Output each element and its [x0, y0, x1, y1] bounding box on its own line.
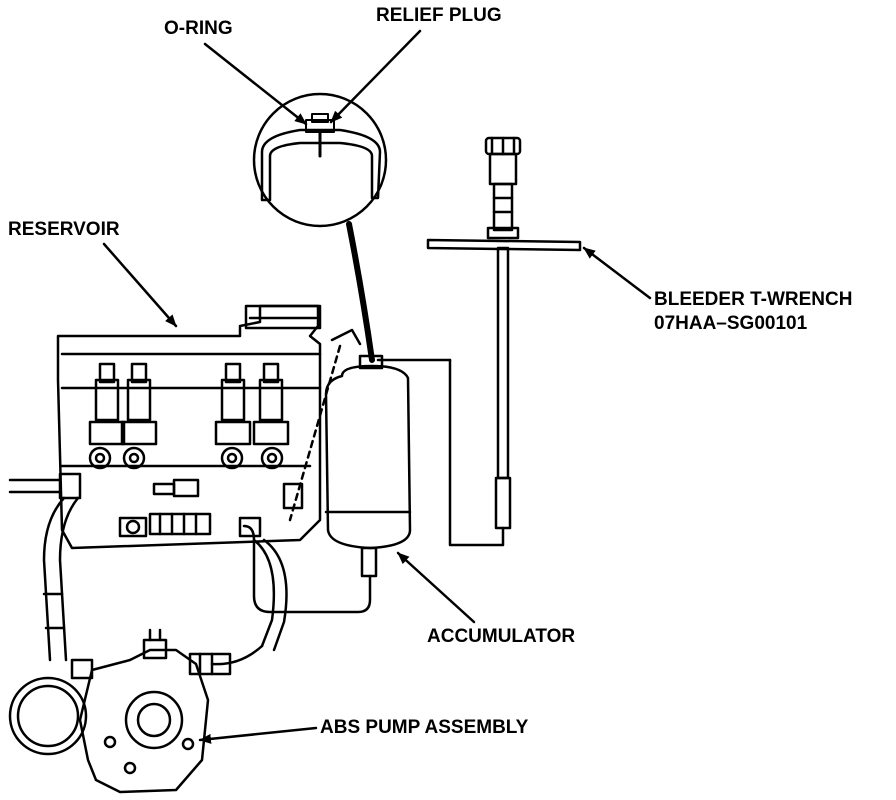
reservoir: [56, 304, 362, 550]
bleeder-part-number-label: 07HAA–SG00101: [654, 313, 808, 334]
bleeder-t-wrench-label: BLEEDER T-WRENCH: [654, 289, 853, 310]
o-ring-arrow: [203, 42, 308, 126]
detail-circle: [252, 92, 388, 363]
abs-pump-assembly: [8, 628, 210, 794]
bleeder-t-wrench: [376, 136, 582, 547]
relief-plug-label: RELIEF PLUG: [376, 5, 502, 26]
o-ring-label: O-RING: [164, 18, 233, 39]
reservoir-label: RESERVOIR: [8, 219, 120, 240]
hose-line: [8, 472, 288, 676]
bleeder-arrow: [582, 246, 652, 300]
abs-pump-assembly-label: ABS PUMP ASSEMBLY: [320, 717, 529, 738]
abs-pump-arrow: [198, 726, 318, 744]
reservoir-arrow: [102, 242, 178, 328]
accumulator-arrow: [396, 551, 476, 624]
relief-plug-arrow: [329, 29, 422, 124]
accumulator-label: ACCUMULATOR: [427, 626, 576, 647]
